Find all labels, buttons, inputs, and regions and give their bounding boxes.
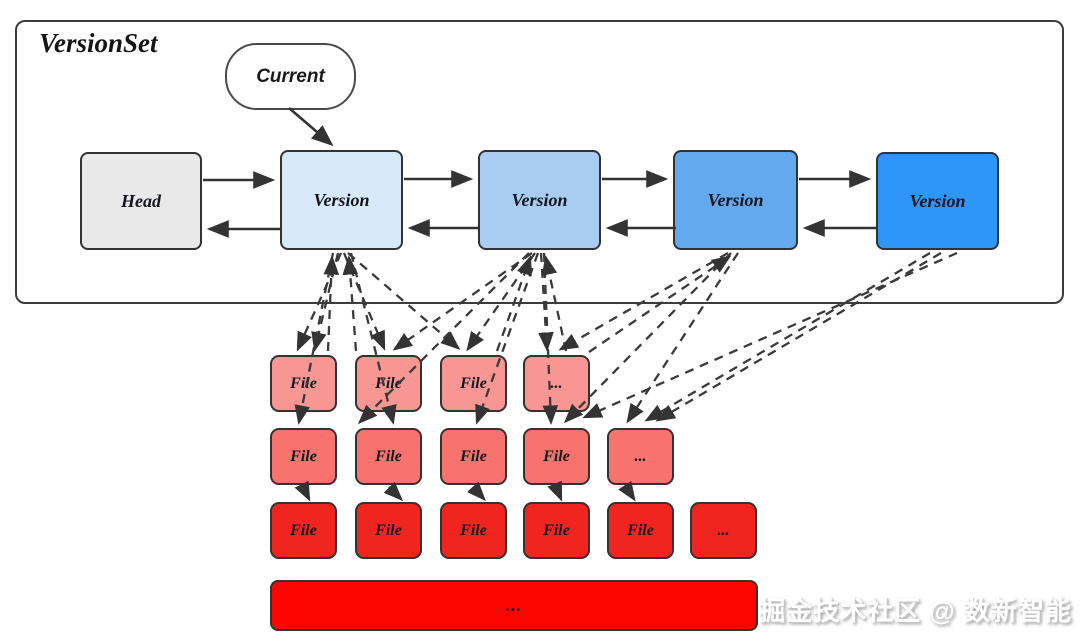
file-node: File [440, 428, 507, 485]
file-node: File [355, 428, 422, 485]
file-node: File [270, 428, 337, 485]
file-node: File [523, 502, 590, 559]
file-node: File [440, 502, 507, 559]
file-node: File [440, 355, 507, 412]
file-ellipsis-node: ... [523, 355, 590, 412]
version-node-4: Version [876, 152, 999, 250]
versionset-title: VersionSet [39, 28, 158, 58]
file-node: File [523, 428, 590, 485]
file-node: File [355, 502, 422, 559]
version-node-1: Version [280, 150, 403, 250]
current-pointer-node: Current [225, 43, 356, 110]
file-node: File [355, 355, 422, 412]
version-node-2: Version [478, 150, 601, 250]
file-node: File [607, 502, 674, 559]
file-ellipsis-node: ... [690, 502, 757, 559]
version-node-3: Version [673, 150, 798, 250]
file-node: File [270, 502, 337, 559]
watermark-text: 掘金技术社区 @ 数新智能 [759, 596, 1072, 626]
file-ellipsis-node: ... [607, 428, 674, 485]
more-files-bar: ... [270, 580, 758, 631]
file-node: File [270, 355, 337, 412]
head-node: Head [80, 152, 202, 250]
